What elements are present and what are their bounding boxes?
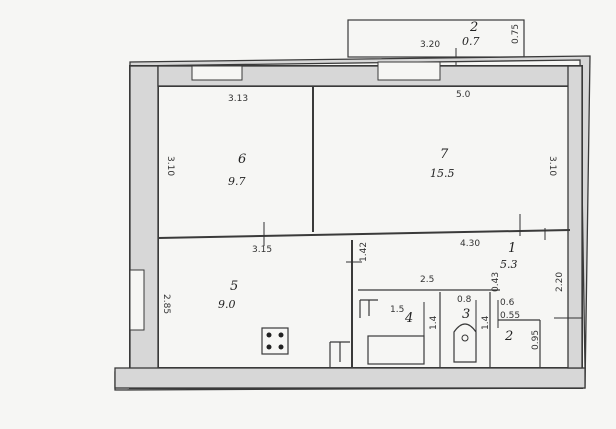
dim-closet-small: 0.43 [491,272,501,292]
dim-bath-top: 2.5 [420,275,434,285]
dim-room6-left: 3.10 [165,156,175,176]
burner-icon [266,344,272,350]
room-6-area: 9.7 [228,175,246,188]
burner-icon [278,344,284,350]
dim-bath-len: 1.5 [390,305,404,315]
room-1-number: 1 [508,241,516,256]
dim-closet-w: 0.55 [500,311,520,321]
stove-icon [261,327,289,355]
burner-icon [278,332,284,338]
dim-hall-right: 2.20 [555,272,565,292]
dim-room7-right: 3.10 [547,156,557,176]
inner-wall-line [157,85,571,369]
washbasin-icon [359,299,378,318]
room-2-area: 0.7 [462,35,480,48]
dim-balcony-len: 3.20 [420,40,440,50]
toilet-icon [453,323,477,363]
wall-rooms-hall [157,229,571,239]
dim-hall-top: 4.30 [460,239,480,249]
dim-balcony-side: 0.75 [511,24,521,44]
window-room6 [191,65,243,81]
dim-closet-top: 0.6 [500,298,515,308]
burner-icon [266,332,272,338]
room-4-number: 4 [404,311,413,326]
dim-bath-h: 1.4 [429,315,439,330]
right-wall [567,65,583,369]
room-7-number: 7 [440,147,449,162]
dim-room5-left: 2.85 [161,294,171,314]
room-3-number: 3 [462,307,470,322]
window-room7 [377,61,441,81]
bottom-wall [114,367,586,389]
window-room5 [129,269,145,331]
room-5-number: 5 [230,279,238,294]
room-7-area: 15.5 [430,167,455,180]
dim-room6-top: 3.13 [228,94,248,104]
closet-number: 2 [504,329,513,344]
toilet-seat-icon [461,334,469,342]
dim-wc-w: 0.8 [457,295,472,305]
sink-icon [329,341,350,368]
dim-room5-top: 3.15 [252,245,272,255]
left-wall [129,65,159,389]
room-1-area: 5.3 [500,258,518,271]
dim-wc-h: 1.4 [481,315,491,330]
dim-door-step: 1.42 [359,242,369,262]
room-2-number: 2 [469,20,478,35]
dim-closet-h: 0.95 [531,330,541,350]
room-6-number: 6 [238,152,246,167]
outer-wall-line [129,65,583,389]
balcony-outline [347,19,525,58]
dim-room7-top: 5.0 [456,90,471,100]
bathtub-icon [367,335,425,365]
room-5-area: 9.0 [218,298,236,311]
